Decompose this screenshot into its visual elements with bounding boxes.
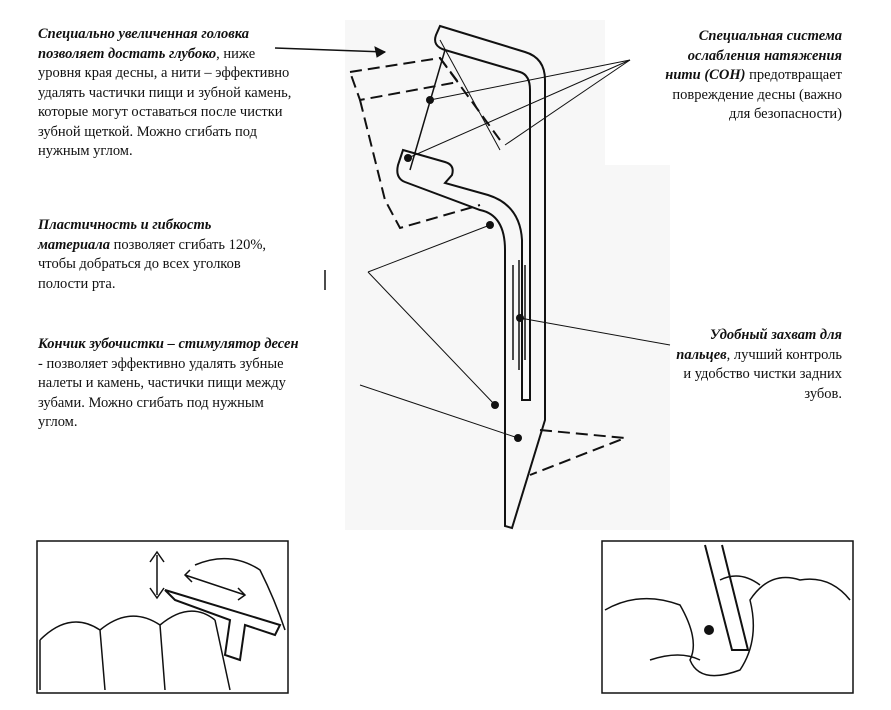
teeth-right xyxy=(604,544,851,677)
son-title: Специальная система ослабления натяжения… xyxy=(665,28,842,83)
floss-line xyxy=(409,49,446,171)
tip-description: Кончик зубочистки – стимулятор десен - п… xyxy=(38,335,303,433)
flex-text: позволяет сгибать 120%, чтобы добраться … xyxy=(38,236,267,292)
son-description: Специальная система ослабления натяжения… xyxy=(652,27,842,125)
flex-description: Пластичность и гибкость материала позвол… xyxy=(38,216,278,294)
usage-illustration-left xyxy=(36,540,289,694)
head-title: Специально увеличенная головка позволяет… xyxy=(38,26,250,62)
teeth-left xyxy=(39,550,286,691)
tip-title: Кончик зубочистки – стимулятор десен xyxy=(38,336,299,352)
grip-description: Удобный захват для пальцев, лучший контр… xyxy=(672,326,842,404)
head-description: Специально увеличенная головка позволяет… xyxy=(38,25,298,162)
son-text: предотвращает повреждение десны (важно д… xyxy=(672,67,842,122)
grip-title: Удобный захват для пальцев xyxy=(676,327,842,363)
flex-title: Пластичность и гибкость материала xyxy=(38,217,212,253)
bent-head-outline xyxy=(348,56,501,230)
bent-tip-outline xyxy=(529,429,626,476)
callout-dots xyxy=(404,96,524,442)
tip-text: - позволяет эффективно удалять зубные на… xyxy=(38,355,286,431)
grip-text: , лучший контроль и удобство чистки задн… xyxy=(683,346,842,402)
head-text: , ниже уровня края десны, а нити – эффек… xyxy=(38,45,292,160)
